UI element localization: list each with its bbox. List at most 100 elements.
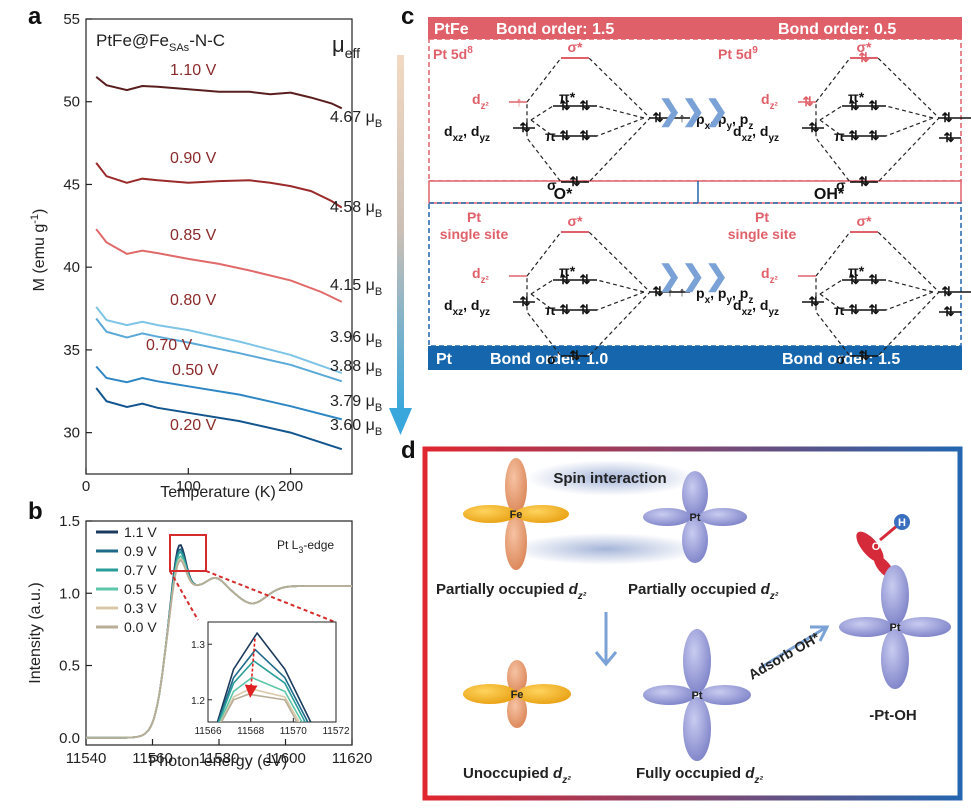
zoom-connector-line	[169, 570, 199, 621]
electron-icon: ⇅	[869, 272, 880, 287]
series-line	[95, 228, 343, 303]
ptfe-bond-order-o: Bond order: 1.5	[496, 21, 614, 38]
panel-a-mu-values: 4.67 μB4.58 μB4.15 μB3.96 μB3.88 μB3.79 …	[330, 109, 382, 438]
electron-icon: ↑	[667, 284, 674, 299]
spin-interaction-label: Spin interaction	[553, 470, 666, 487]
x-tick-label: 11560	[132, 750, 173, 767]
x-tick-label: 0	[82, 478, 90, 495]
pi-star-label: π*	[848, 263, 865, 279]
inset-y-tick-label: 1.3	[191, 640, 205, 651]
x-tick-label: 11620	[332, 750, 373, 767]
dxz-dyz-label: dxz, dyz	[444, 123, 490, 144]
x-tick-label: 11580	[199, 750, 240, 767]
pi-label: π	[545, 128, 556, 144]
fe-partially-occupied-label: Partially occupied dz²	[436, 581, 587, 602]
y-tick-label: 1.0	[59, 585, 80, 602]
sigma-star-label: σ*	[856, 213, 872, 229]
zoom-connector-line	[205, 570, 336, 623]
adsorb-arrow-icon	[759, 625, 830, 670]
spin-cloud-bottom	[511, 533, 701, 565]
electron-icon: ⇅	[653, 110, 664, 125]
sigma-label: σ	[836, 177, 846, 193]
legend-label: 0.7 V	[124, 562, 157, 578]
fe-atom-label: Fe	[510, 509, 523, 521]
y-tick-label: 30	[63, 425, 80, 442]
adsorbate-label-bar	[428, 180, 962, 204]
pi-star-label: π*	[559, 263, 576, 279]
legend-label: 0.3 V	[124, 600, 157, 616]
inset-x-tick-label: 11568	[237, 726, 265, 737]
series-label: 0.20 V	[170, 417, 217, 434]
p-orbital-label: px, py, pz	[696, 111, 753, 132]
series-label: 0.80 V	[170, 292, 217, 309]
inset-y-tick-label: 1.2	[191, 696, 205, 707]
pt-atom-label: Pt	[692, 690, 703, 702]
mu-value: 3.96 μB	[330, 329, 382, 350]
ptfe-bond-order-oh: Bond order: 0.5	[778, 21, 896, 38]
y-tick-label: 0.0	[59, 730, 80, 747]
electron-icon: ⇅	[560, 272, 571, 287]
electron-icon: ⇅	[859, 50, 870, 65]
mu-value: 4.58 μB	[330, 199, 382, 220]
adsorb-oh-label: Adsorb OH*	[746, 629, 823, 683]
electron-icon: ↑	[679, 284, 686, 299]
voltage-gradient-bar	[397, 55, 404, 410]
legend-label: 0.5 V	[124, 581, 157, 597]
panel-c: c PtFe Bond order: 1.5 Bond order: 0.5 O…	[401, 3, 971, 370]
electron-icon: ⇅	[803, 94, 814, 109]
electron-icon: ⇅	[869, 302, 880, 317]
pt-orbital-full: Pt	[643, 629, 751, 761]
panel-a-ylabel: M (emu g-1)	[29, 209, 48, 292]
inset-x-tick-label: 11570	[280, 726, 308, 737]
series-line	[95, 162, 343, 209]
mu-value: 3.88 μB	[330, 358, 382, 379]
panel-a-xlabel: Temperature (K)	[160, 484, 276, 501]
inset-series-line	[216, 631, 312, 722]
electron-icon: ⇅	[809, 294, 820, 309]
legend-label: 0.9 V	[124, 543, 157, 559]
process-down-arrow-icon	[594, 612, 618, 667]
mu-value: 4.67 μB	[330, 109, 382, 130]
series-line	[86, 559, 352, 739]
panel-d: d Spin interaction Fe Pt Partially occup…	[401, 437, 963, 801]
panel-b-legend: 1.1 V0.9 V0.7 V0.5 V0.3 V0.0 V	[96, 524, 157, 635]
pt-oh-label: -Pt-OH	[869, 707, 917, 724]
pt-atom-label: Pt	[890, 622, 901, 634]
electron-icon: ⇅	[580, 272, 591, 287]
inset-x-tick-label: 11566	[194, 726, 222, 737]
panel-d-label: d	[401, 437, 416, 464]
orbital-label: dz²	[761, 91, 778, 112]
electron-icon: ⇅	[809, 120, 820, 135]
oxygen-atom-label: O	[872, 541, 881, 553]
spin-cloud-top	[526, 460, 696, 496]
fe-orbital-partial: Fe	[463, 458, 569, 570]
sigma-label: σ	[547, 351, 557, 367]
electron-icon: ⇅	[570, 348, 581, 363]
o-star-label: O*	[554, 186, 573, 203]
y-tick-label: 40	[63, 259, 80, 276]
panel-b-series	[86, 544, 352, 739]
peak-shift-arrow-icon	[244, 638, 258, 698]
series-line	[95, 76, 343, 110]
dxz-dyz-label: dxz, dyz	[733, 297, 779, 318]
sigma-label: σ	[836, 351, 846, 367]
dxz-dyz-label: dxz, dyz	[733, 123, 779, 144]
voltage-down-arrow-icon	[389, 408, 412, 435]
electron-icon: ⇅	[560, 98, 571, 113]
electron-icon: ⇅	[570, 174, 581, 189]
orbital-label: dz²	[472, 91, 489, 112]
panel-d-frame	[422, 446, 963, 801]
electron-icon: ⇅	[580, 98, 591, 113]
y-tick-label: 45	[63, 176, 80, 193]
panel-a-frame	[85, 18, 353, 475]
series-label: 0.85 V	[170, 227, 217, 244]
orbital-label: dz²	[761, 265, 778, 286]
mu-value: 4.15 μB	[330, 277, 382, 298]
